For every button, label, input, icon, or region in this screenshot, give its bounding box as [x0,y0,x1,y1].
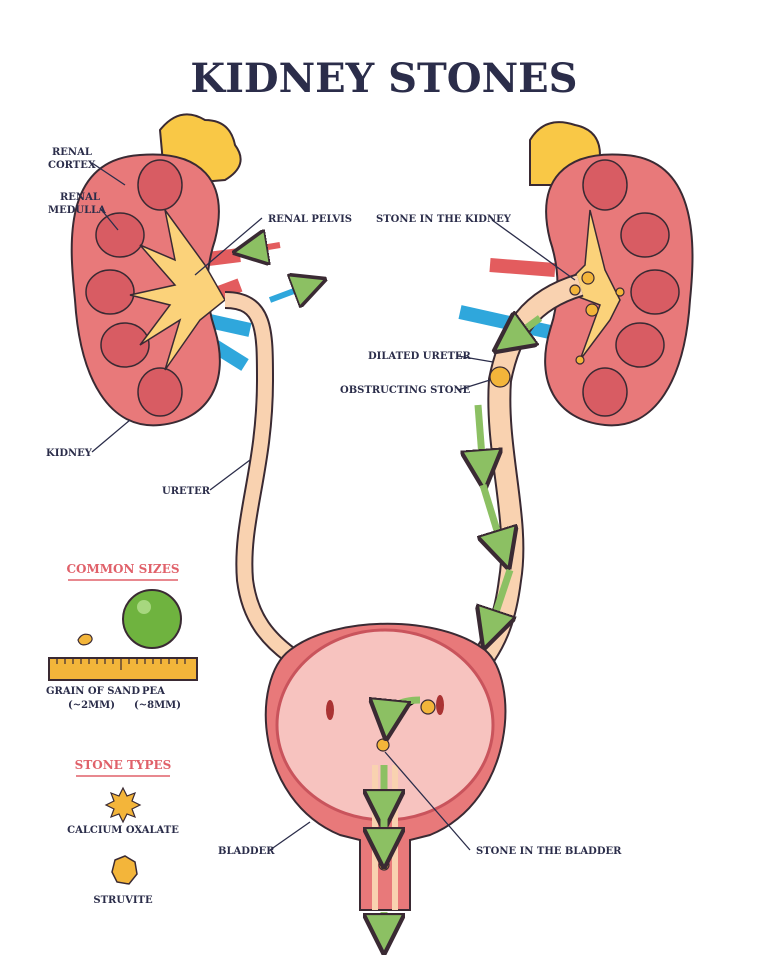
struvite-icon [111,855,138,885]
label-ureter: URETER [162,486,211,497]
urine-flow-arrows [478,318,543,630]
sand-label: GRAIN OF SAND [46,686,140,697]
ruler-icon [48,657,198,681]
artery-flow-arrow [250,245,281,250]
page-title: KIDNEY STONES [190,55,577,102]
pea-label: PEA [142,686,165,697]
struvite-label: STRUVITE [93,895,153,906]
ureter-left [224,293,295,661]
label-renal-medulla-1: RENAL [60,192,100,203]
label-dilated-ureter: DILATED URETER [368,351,472,362]
obstructing-stone [489,366,511,388]
label-renal-cortex-2: CORTEX [48,160,96,171]
label-kidney: KIDNEY [46,448,93,459]
calcium-oxalate-icon [104,786,142,824]
kidney-stones [489,271,625,388]
bladder-flow-arrows [384,696,421,934]
label-renal-medulla-2: MEDULLA [48,205,106,216]
stone-types-heading: STONE TYPES [75,758,172,772]
pea-icon [122,589,182,649]
left-kidney [70,113,310,663]
sand-size: (~2MM) [68,700,115,711]
label-renal-cortex-1: RENAL [52,147,92,158]
label-obstructing-stone: OBSTRUCTING STONE [340,385,471,396]
common-sizes-legend: COMMON SIZES GRAIN OF SAND (~2MM) PEA (~… [46,562,198,711]
vein-flow-arrow [268,285,310,300]
renal-medulla-right [582,159,680,417]
label-stone-in-kidney: STONE IN THE KIDNEY [376,214,512,225]
calcium-oxalate-label: CALCIUM OXALATE [67,825,179,836]
sand-grain-icon [77,633,93,646]
renal-medulla-left [85,159,183,417]
label-renal-pelvis: RENAL PELVIS [268,214,352,225]
common-sizes-heading: COMMON SIZES [66,562,179,576]
pea-size: (~8MM) [134,700,181,711]
label-bladder: BLADDER [218,846,275,857]
right-labels: STONE IN THE KIDNEY DILATED URETER OBSTR… [340,214,622,857]
bladder [264,622,507,934]
renal-artery-right [489,258,556,277]
right-kidney [458,121,694,662]
label-stone-in-bladder: STONE IN THE BLADDER [476,846,622,857]
stone-types-legend: STONE TYPES CALCIUM OXALATE STRUVITE [67,758,179,906]
left-labels: RENAL CORTEX RENAL MEDULLA RENAL PELVIS … [46,147,352,857]
